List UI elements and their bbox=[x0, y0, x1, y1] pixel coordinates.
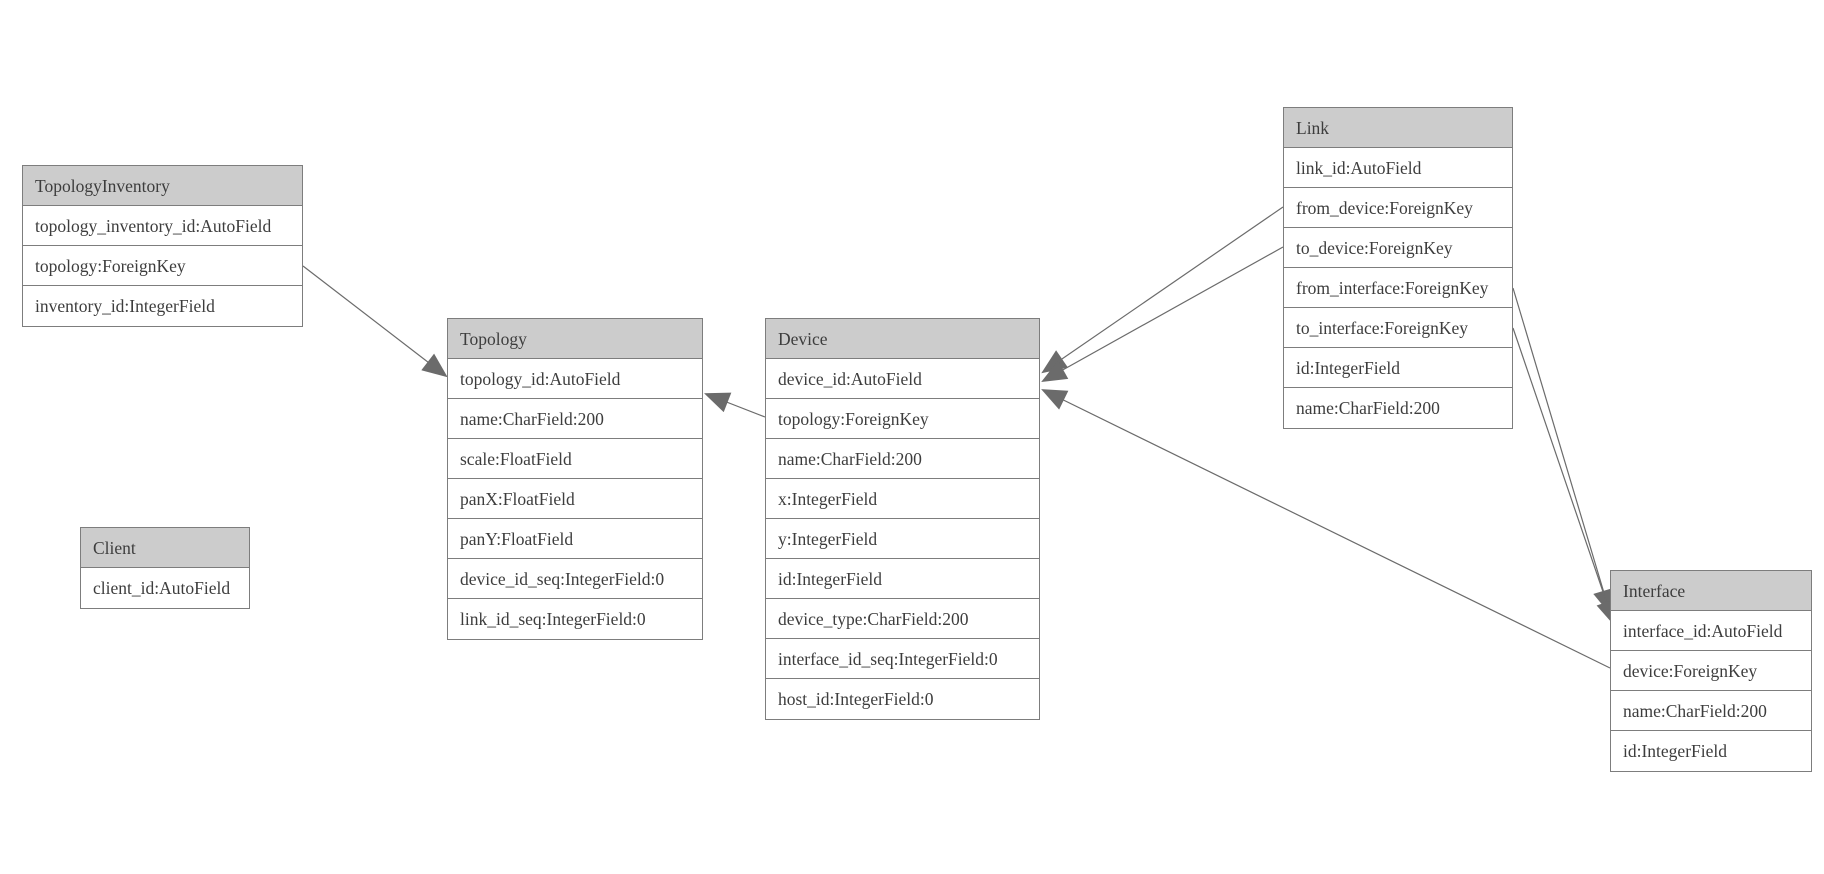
field-topology-inventory-id: topology_inventory_id:AutoField bbox=[23, 206, 302, 246]
entity-interface-title: Interface bbox=[1611, 571, 1811, 611]
field-inventory-id: inventory_id:IntegerField bbox=[23, 286, 302, 326]
field-interface-id: interface_id:AutoField bbox=[1611, 611, 1811, 651]
field-scale: scale:FloatField bbox=[448, 439, 702, 479]
edge-topologyinventory-topology bbox=[302, 265, 448, 378]
field-x: x:IntegerField bbox=[766, 479, 1039, 519]
field-device-id: device_id:AutoField bbox=[766, 359, 1039, 399]
entity-link: Link link_id:AutoField from_device:Forei… bbox=[1283, 107, 1513, 429]
entity-link-title: Link bbox=[1284, 108, 1512, 148]
field-device-fk: device:ForeignKey bbox=[1611, 651, 1811, 691]
field-name: name:CharField:200 bbox=[1611, 691, 1811, 731]
field-id: id:IntegerField bbox=[766, 559, 1039, 599]
field-name: name:CharField:200 bbox=[448, 399, 702, 439]
edge-link-to-device bbox=[1041, 246, 1284, 383]
entity-topologyinventory: TopologyInventory topology_inventory_id:… bbox=[22, 165, 303, 327]
edge-interface-device bbox=[1041, 389, 1611, 669]
field-host-id: host_id:IntegerField:0 bbox=[766, 679, 1039, 719]
field-link-id-seq: link_id_seq:IntegerField:0 bbox=[448, 599, 702, 639]
edge-link-to-interface bbox=[1512, 327, 1617, 626]
field-link-id: link_id:AutoField bbox=[1284, 148, 1512, 188]
edge-link-from-device bbox=[1041, 206, 1284, 374]
field-panx: panX:FloatField bbox=[448, 479, 702, 519]
edge-device-topology bbox=[704, 392, 766, 418]
entity-interface: Interface interface_id:AutoField device:… bbox=[1610, 570, 1812, 772]
field-name: name:CharField:200 bbox=[1284, 388, 1512, 428]
field-client-id: client_id:AutoField bbox=[81, 568, 249, 608]
edge-link-from-interface bbox=[1512, 287, 1614, 616]
entity-topologyinventory-title: TopologyInventory bbox=[23, 166, 302, 206]
field-topology-fk: topology:ForeignKey bbox=[766, 399, 1039, 439]
entity-device: Device device_id:AutoField topology:Fore… bbox=[765, 318, 1040, 720]
field-device-type: device_type:CharField:200 bbox=[766, 599, 1039, 639]
field-pany: panY:FloatField bbox=[448, 519, 702, 559]
field-topology-fk: topology:ForeignKey bbox=[23, 246, 302, 286]
entity-topology: Topology topology_id:AutoField name:Char… bbox=[447, 318, 703, 640]
field-id: id:IntegerField bbox=[1284, 348, 1512, 388]
field-device-id-seq: device_id_seq:IntegerField:0 bbox=[448, 559, 702, 599]
field-to-interface: to_interface:ForeignKey bbox=[1284, 308, 1512, 348]
field-interface-id-seq: interface_id_seq:IntegerField:0 bbox=[766, 639, 1039, 679]
entity-device-title: Device bbox=[766, 319, 1039, 359]
entity-client-title: Client bbox=[81, 528, 249, 568]
entity-topology-title: Topology bbox=[448, 319, 702, 359]
entity-client: Client client_id:AutoField bbox=[80, 527, 250, 609]
field-to-device: to_device:ForeignKey bbox=[1284, 228, 1512, 268]
field-topology-id: topology_id:AutoField bbox=[448, 359, 702, 399]
field-y: y:IntegerField bbox=[766, 519, 1039, 559]
field-from-device: from_device:ForeignKey bbox=[1284, 188, 1512, 228]
field-name: name:CharField:200 bbox=[766, 439, 1039, 479]
field-id: id:IntegerField bbox=[1611, 731, 1811, 771]
field-from-interface: from_interface:ForeignKey bbox=[1284, 268, 1512, 308]
